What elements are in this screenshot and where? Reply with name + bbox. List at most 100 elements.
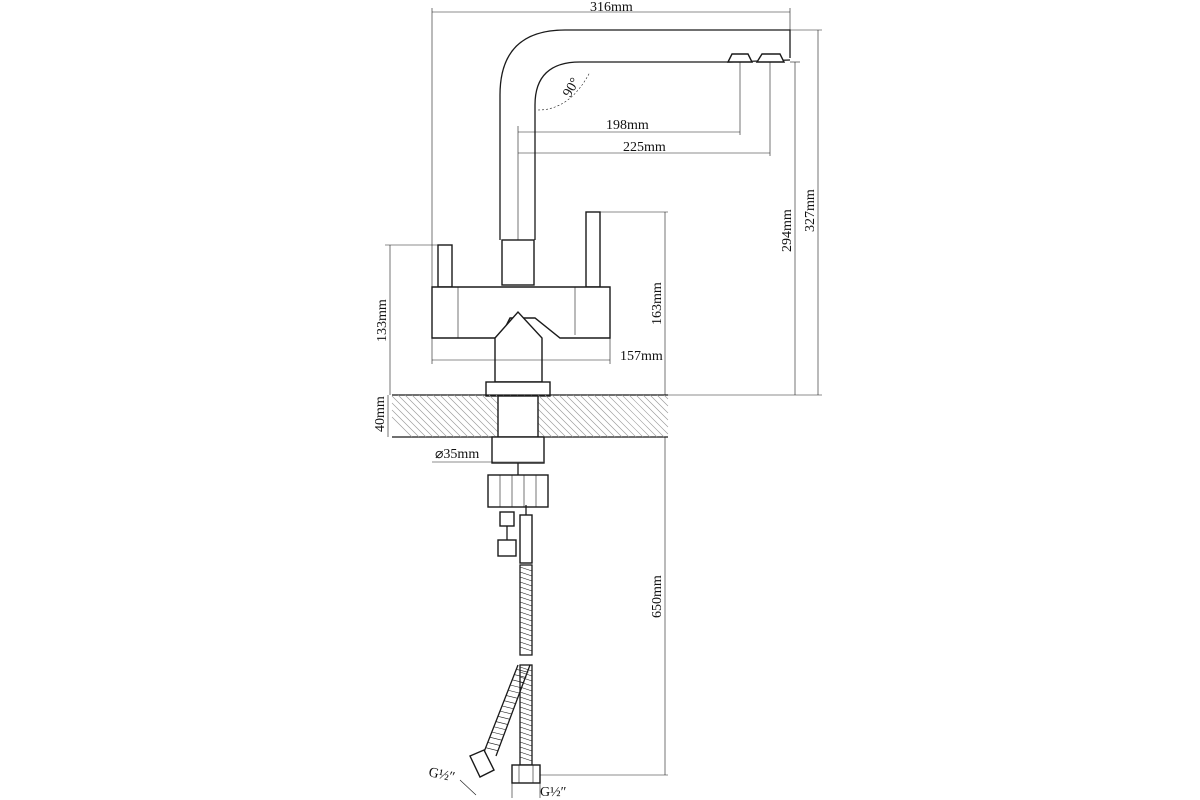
braid-line: [519, 626, 533, 632]
dimension-labels: 316mm 90° 198mm 225mm 294mm 327mm 163mm …: [373, 0, 818, 800]
braid-line: [519, 596, 533, 602]
braid-line: [499, 710, 513, 715]
fixing-assembly: [487, 436, 549, 508]
braid-line: [512, 679, 525, 684]
hatch-line: [391, 409, 420, 438]
hatch-line: [614, 394, 658, 438]
hatch-line: [544, 394, 588, 438]
label-overall-height: 327mm: [803, 189, 818, 232]
hatch-line: [579, 394, 623, 438]
braid-line: [491, 731, 504, 736]
braid-line: [487, 742, 500, 746]
hatch-line: [565, 394, 609, 438]
braid-line: [501, 705, 515, 710]
hatch-line: [656, 394, 669, 407]
fixing-washer: [491, 436, 545, 464]
braid-line: [519, 621, 533, 627]
braid-line: [519, 746, 533, 752]
outlet-nozzle-1: [726, 53, 754, 63]
hatch-line: [432, 394, 476, 438]
hatch-line: [397, 394, 441, 438]
main-body: [431, 286, 611, 339]
braid-line: [519, 721, 533, 727]
hatch-line: [411, 394, 455, 438]
braid-line: [485, 747, 498, 751]
braid-line: [506, 695, 519, 699]
braid-line: [519, 666, 533, 672]
braid-line: [519, 616, 533, 622]
spout-outer-edge: [499, 29, 791, 240]
braid-line: [497, 716, 511, 720]
label-mount-diameter: ⌀35mm: [435, 447, 479, 462]
label-lever-height: 163mm: [650, 282, 665, 325]
braid-line: [508, 689, 521, 694]
hatch-line: [446, 394, 490, 438]
label-overall-reach: 316mm: [590, 0, 633, 15]
hatch-line: [621, 394, 665, 438]
braid-line: [519, 681, 533, 687]
hatch-line: [572, 394, 616, 438]
braid-line: [519, 731, 533, 737]
hatch-line: [642, 394, 669, 421]
hatch-line: [551, 394, 595, 438]
hatch-line: [558, 394, 602, 438]
countertop: [391, 394, 669, 438]
braid-line: [489, 736, 502, 741]
braid-line: [519, 581, 533, 587]
hatch-line: [425, 394, 469, 438]
hatch-line: [600, 394, 644, 438]
braid-line: [503, 700, 517, 704]
hatch-line: [663, 394, 669, 400]
dimension-lines: [385, 8, 822, 798]
hatch-line: [607, 394, 651, 438]
hose-upper: [519, 564, 533, 656]
braid-line: [519, 711, 533, 717]
braid-line: [519, 726, 533, 732]
braid-line: [516, 669, 529, 673]
braid-line: [519, 576, 533, 582]
braid-line: [519, 676, 533, 682]
braid-line: [519, 636, 533, 642]
braid-line: [519, 751, 533, 757]
braid-line: [519, 736, 533, 742]
spout: [499, 29, 791, 240]
deck-hatching: [391, 394, 669, 438]
connector-3: [519, 514, 533, 564]
hose-right: [519, 664, 533, 766]
deck-collar: [485, 381, 551, 397]
label-hose-length: 650mm: [650, 575, 665, 618]
braid-line: [493, 726, 506, 731]
braid-line: [519, 691, 533, 697]
spout-inner-edge: [534, 61, 730, 240]
braid-line: [519, 716, 533, 722]
hatch-line: [391, 395, 434, 438]
hatch-line: [635, 394, 669, 428]
braid-line: [519, 611, 533, 617]
spout-column: [501, 239, 535, 286]
hatch-line: [404, 394, 448, 438]
hatch-line: [586, 394, 630, 438]
label-thread-right: G½″: [540, 785, 567, 800]
braid-line: [510, 684, 523, 689]
braid-line: [519, 701, 533, 707]
braid-line: [519, 586, 533, 592]
hatch-line: [460, 394, 504, 438]
mixer-body: [431, 211, 611, 397]
outlet-nozzle-2: [755, 53, 786, 63]
hatch-line: [593, 394, 637, 438]
connector-2: [497, 539, 517, 557]
hatch-line: [453, 394, 497, 438]
right-nut: [511, 764, 541, 784]
braid-line: [519, 696, 533, 702]
braid-line: [519, 591, 533, 597]
braid-line: [519, 601, 533, 607]
mount-shank: [497, 395, 539, 438]
braid-line: [519, 571, 533, 577]
connector-1: [499, 511, 515, 527]
hose-left: [483, 664, 531, 757]
braid-line: [519, 756, 533, 762]
braid-line: [519, 631, 533, 637]
braid-line: [519, 606, 533, 612]
